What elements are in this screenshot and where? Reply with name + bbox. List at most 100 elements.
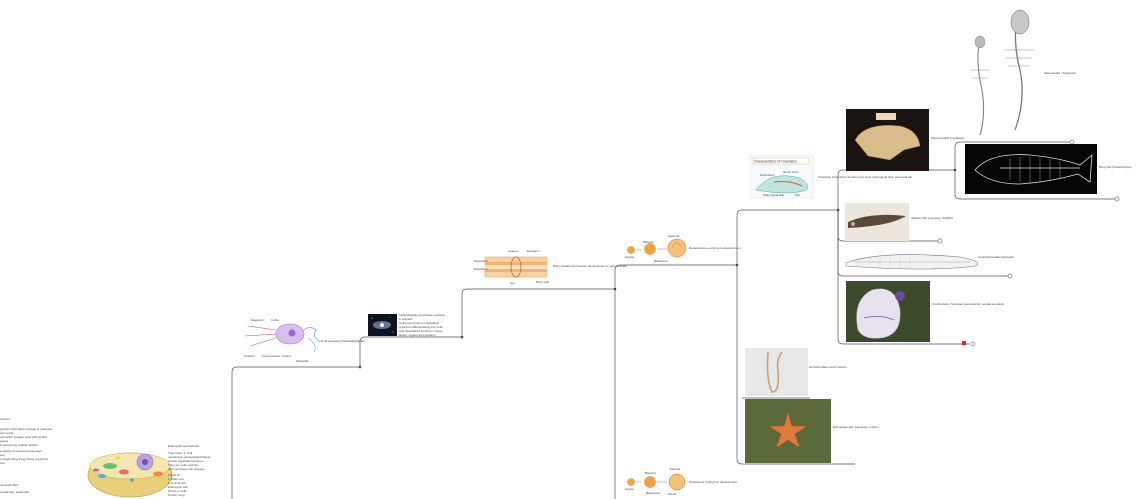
cell-node-line: 2. Animal cell — [168, 481, 186, 485]
chordate-label: Tail — [795, 193, 800, 197]
coelom-label: Gut — [510, 281, 515, 285]
embryo-top-label: Blastopore — [654, 259, 669, 263]
multicell-line: Multicellularity and tissue evolution — [399, 313, 446, 317]
embryo-bottom-image — [627, 473, 686, 491]
galaxy-core — [380, 323, 384, 327]
collapse-handle-tunicate[interactable] — [970, 341, 976, 347]
chordate-label: Nerve cord — [783, 170, 798, 174]
multicell-line: with specialized functions: tissue — [399, 329, 443, 333]
cell-node-title: Eukaryotic cell features — [168, 444, 200, 448]
choano-label: Colony — [282, 354, 292, 358]
collapse-handle-amphioxus[interactable] — [1007, 273, 1013, 279]
choano-label: Flagellum — [251, 318, 265, 322]
left-notes: function genetic information storage & m… — [0, 417, 52, 494]
amphioxus-caption: Cephalochordata (lancelet) — [978, 255, 1014, 259]
cell-node-line: Protist, fungi — [168, 493, 185, 497]
note-line: unit — [0, 461, 5, 465]
coelom-node[interactable]: Mesoderm Coelom Ectoderm Endoderm Gut Bo… — [474, 249, 627, 285]
lamprey-node[interactable]: Jawless fish (Lamprey, Hagfish) — [845, 203, 953, 241]
amphioxus-node[interactable]: Cephalochordata (lancelet) — [845, 254, 1014, 270]
chordate-node[interactable]: Characteristics of Chordates Chordata: N… — [749, 154, 912, 199]
tunicate-body — [856, 288, 901, 339]
sea-star-caption: Echinodermata: Sea stars, urchins — [833, 425, 879, 429]
acorn-worm-node[interactable]: Hemichordata: Acorn worms — [745, 348, 847, 396]
skull-shape — [854, 125, 921, 161]
tunicate-node[interactable]: Urochordata: Tunicates (sea squirts), se… — [846, 281, 1005, 342]
embryo-bottom-label: Gastrula — [669, 467, 681, 471]
note-line: a variety of environmental ways — [0, 449, 43, 453]
note-line: & performing cellular activity — [0, 443, 38, 447]
junction-dot — [953, 168, 957, 172]
cell-node-line: They are cells, and the — [168, 463, 199, 467]
embryo-bottom-label: Blastopore — [646, 491, 661, 495]
coelom-label: Ectoderm — [527, 249, 540, 253]
collapse-handle-fish[interactable] — [1114, 196, 1120, 202]
choano-label: Collar — [271, 318, 279, 322]
marker-flag-icon[interactable] — [962, 341, 966, 345]
note-line: function — [0, 417, 11, 421]
embryo-top-image — [627, 238, 687, 258]
bony-fish-node[interactable]: Bony fish (Osteichthyes) — [965, 144, 1132, 194]
deuterostome-embryo-node[interactable]: Zygote Blastula Gastrula Blastopore Deut… — [625, 234, 741, 263]
cell-node-line: Eukaryotic cell — [168, 485, 188, 489]
fish-image — [965, 144, 1097, 194]
coelom-label: Endoderm — [474, 267, 488, 271]
tetrapod-skeletons-node[interactable]: Salamander / Tetrapods — [970, 9, 1076, 136]
collapse-handle-lamprey[interactable] — [937, 238, 943, 244]
acorn-worm-body — [766, 351, 783, 393]
lamprey-caption: Jawless fish (Lamprey, Hagfish) — [911, 216, 953, 220]
chordate-notochord — [773, 180, 803, 187]
sea-star-node[interactable]: Echinodermata: Sea stars, urchins — [745, 399, 879, 463]
chordate-caption: Chordata: Notochord, dorsal nerve cord, … — [818, 175, 912, 179]
multicell-line: Cells joined into a multicellular — [399, 321, 439, 325]
edge-to-tunicate — [837, 210, 970, 345]
multicell-line: in animals — [399, 317, 413, 321]
cell-node[interactable]: Eukaryotic cell features They have: 1. C… — [87, 444, 211, 498]
note-line: cell needs — [0, 431, 14, 435]
multicellularity-node[interactable]: Multicellularity and tissue evolution in… — [368, 313, 446, 337]
choano-label: Food vacuole — [262, 354, 280, 358]
edge-to-chordates — [736, 209, 838, 265]
multicell-line: organism differentiating into cells — [399, 325, 443, 329]
skull-node[interactable]: Mammal skull (synapsid) — [846, 109, 964, 171]
edge-choano-to-galaxy — [359, 336, 462, 367]
coelom-diagram-image — [484, 256, 548, 278]
multicell-line: layers, organs and systems — [399, 333, 436, 337]
note-line: genetic information storage & molecule — [0, 427, 52, 431]
edge-to-echinoderms — [736, 265, 855, 465]
junction-dots — [358, 168, 957, 369]
note-line: cell within lineage: cells with similar — [0, 435, 47, 439]
note-line: a single living thing (living organism) — [0, 457, 48, 461]
chordate-title-box — [752, 157, 810, 165]
embryo-top-label: Gastrula — [668, 234, 680, 238]
chordate-body — [755, 175, 809, 194]
skull-tag — [876, 113, 896, 120]
choanoflagellate-image — [244, 323, 319, 353]
coelom-label: Coelom — [508, 249, 519, 253]
sea-star-shape — [768, 411, 808, 449]
skull-caption: Mammal skull (synapsid) — [931, 136, 964, 140]
protostome-embryo-node[interactable]: Zygote Blastula Gastrula Blastopore Mout… — [625, 467, 737, 496]
cell-node-line: Grows in cells — [168, 489, 187, 493]
edge-to-fish — [954, 170, 1115, 200]
choanoflagellate-node[interactable]: Flagellum Collar Nucleus Food vacuole Co… — [244, 318, 364, 363]
edge-cell-to-choano — [231, 366, 360, 499]
edge-coelom-to-embryo — [614, 264, 737, 289]
chordate-label: Notochord — [760, 173, 774, 177]
junction-dot — [460, 335, 464, 339]
tree-edges — [231, 141, 1115, 499]
embryo-top-label: Blastula — [643, 240, 654, 244]
cell-node-line: cell membrane can change — [168, 467, 204, 471]
cell-node-line: Types of: — [168, 473, 180, 477]
chordate-label: Pharyngeal slits — [763, 193, 785, 197]
fish-caption: Bony fish (Osteichthyes) — [1099, 165, 1132, 169]
collapse-handle-tetrapods[interactable] — [1069, 139, 1075, 145]
skeletons-image — [970, 9, 1034, 136]
cell-node-line: membrane: phospholipid bilayer — [168, 455, 211, 459]
lamprey-body — [848, 214, 906, 228]
embryo-bottom-label: Mouth — [668, 492, 677, 496]
choano-caption: Animal ancestor (choanoflagellate) — [318, 339, 364, 343]
embryo-top-label: Zygote — [625, 255, 635, 259]
note-line: prokaryote, eukaryote — [0, 490, 29, 494]
